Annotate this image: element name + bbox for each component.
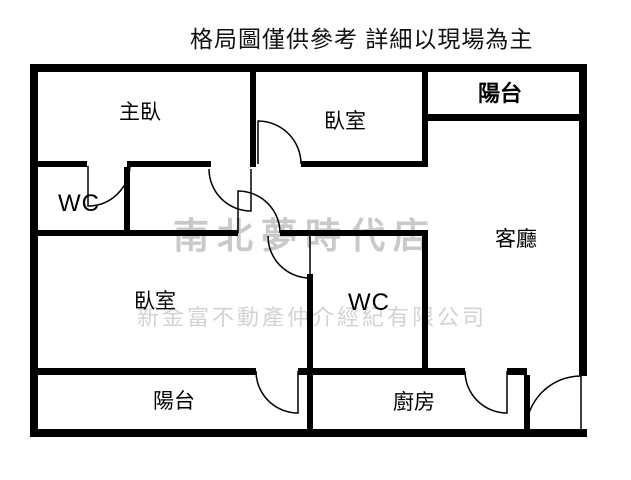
- watermark-store: 南北夢時代店: [172, 215, 438, 256]
- wall-bedroomtop-bottom: [301, 161, 428, 167]
- wall-bottom-seg2: [298, 368, 465, 375]
- wall-outer-bottom: [30, 429, 587, 437]
- wall-bedroomtop-right: [422, 64, 428, 167]
- room-label-master-bedroom: 主臥: [119, 101, 161, 124]
- door-arc-kitchen: [464, 370, 508, 414]
- door-arc-master-bedroom: [208, 168, 252, 212]
- disclaimer-title: 格局圖僅供參考 詳細以現場為主: [190, 26, 534, 52]
- wall-outer-right: [579, 64, 587, 376]
- room-label-wc-middle: WC: [348, 289, 390, 316]
- door-arc-main-entrance: [525, 375, 582, 432]
- room-label-living-room: 客廳: [495, 228, 537, 251]
- wall-bottom-seg3: [507, 368, 527, 375]
- wall-outer-left: [30, 64, 38, 437]
- room-label-bedroom-top: 臥室: [324, 110, 366, 133]
- wall-kitchen-entry-divider: [524, 375, 530, 429]
- room-label-wc-left: WC: [58, 190, 100, 217]
- room-label-bedroom-lower: 臥室: [134, 290, 176, 313]
- wall-wcleft-right: [124, 167, 130, 236]
- wall-bedrooms-divider: [250, 64, 256, 167]
- wall-master-bottom-right: [127, 161, 211, 167]
- room-label-balcony-top: 陽台: [477, 81, 523, 106]
- wall-balcony-kitchen-divider: [307, 375, 313, 429]
- room-label-balcony-bottom: 陽台: [153, 390, 195, 413]
- room-label-kitchen: 廚房: [393, 391, 435, 414]
- wall-bottom-seg1: [30, 368, 256, 375]
- door-arc-balcony-bottom: [255, 370, 299, 414]
- watermark-company: 新金富不動產仲介經紀有限公司: [136, 305, 488, 330]
- wall-master-bottom-left: [30, 161, 87, 167]
- wall-outer-top: [30, 64, 587, 72]
- wall-balcony-top: [425, 114, 587, 121]
- door-arc-bedroom-top: [257, 120, 302, 165]
